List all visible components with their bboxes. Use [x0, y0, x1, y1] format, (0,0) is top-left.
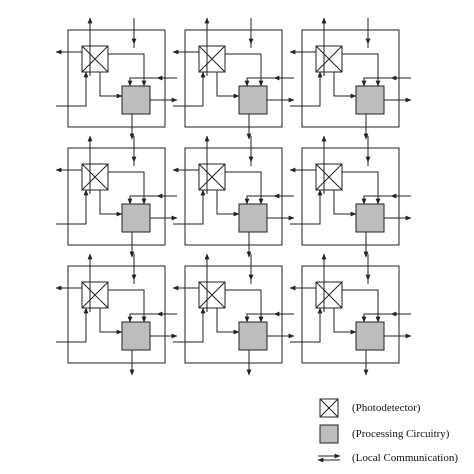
wire-photo-to-proc: [342, 289, 381, 323]
wire-photo-to-proc-side: [216, 190, 240, 217]
legend-label-processing: (Processing Circuitry): [352, 428, 450, 440]
pixel-cell: [289, 135, 412, 258]
wire-photo-to-proc-side: [99, 190, 123, 217]
wire-photo-to-proc: [108, 289, 147, 323]
wire-photo-to-proc-side: [99, 308, 123, 335]
wire-photo-to-proc: [342, 53, 381, 87]
pixel-cell: [172, 17, 295, 140]
bus-left-in-arrow: [290, 71, 323, 107]
wire-photo-to-proc: [225, 53, 264, 87]
wire-photo-to-proc-side: [333, 190, 357, 217]
pixel-cell: [172, 253, 295, 376]
photodetector-symbol-icon: [316, 398, 342, 418]
legend-row-photodetector: (Photodetector): [316, 398, 420, 418]
photodetector-icon: [81, 281, 109, 309]
wire-photo-to-proc: [225, 171, 264, 205]
legend-row-processing: (Processing Circuitry): [316, 424, 449, 444]
processing-circuitry-block: [238, 321, 268, 351]
legend-label-communication: (Local Communication): [352, 452, 458, 464]
bus-left-in-arrow: [290, 189, 323, 225]
bus-left-in-arrow: [56, 71, 89, 107]
wire-photo-to-proc-side: [216, 308, 240, 335]
processing-circuitry-block: [355, 85, 385, 115]
pixel-cell: [289, 253, 412, 376]
photodetector-icon: [198, 45, 226, 73]
wire-photo-to-proc: [108, 171, 147, 205]
processing-circuitry-symbol-icon: [316, 424, 342, 444]
wire-photo-to-proc-side: [333, 72, 357, 99]
processing-circuitry-block: [238, 203, 268, 233]
bus-left-in-arrow: [173, 71, 206, 107]
bus-left-in-arrow: [173, 307, 206, 343]
processing-circuitry-block: [355, 203, 385, 233]
processing-circuitry-block: [121, 85, 151, 115]
photodetector-icon: [81, 163, 109, 191]
pixel-cell: [172, 135, 295, 258]
pixel-cell-grid: [55, 17, 412, 376]
processing-circuitry-block: [238, 85, 268, 115]
photodetector-icon: [198, 281, 226, 309]
legend: (Photodetector) (Processing Circuitry) (…: [316, 398, 472, 470]
pixel-cell: [55, 17, 178, 140]
photodetector-icon: [315, 281, 343, 309]
pixel-cell: [289, 17, 412, 140]
legend-row-communication: (Local Communication): [316, 448, 458, 468]
wire-photo-to-proc: [342, 171, 381, 205]
wire-photo-to-proc: [108, 53, 147, 87]
bus-left-in-arrow: [173, 189, 206, 225]
bus-left-in-arrow: [290, 307, 323, 343]
bus-left-in-arrow: [56, 189, 89, 225]
processing-circuitry-block: [355, 321, 385, 351]
legend-label-photodetector: (Photodetector): [352, 402, 421, 414]
processing-circuitry-block: [121, 321, 151, 351]
bus-left-in-arrow: [56, 307, 89, 343]
photodetector-icon: [315, 163, 343, 191]
processing-circuitry-block: [121, 203, 151, 233]
pixel-cell: [55, 135, 178, 258]
photodetector-icon: [198, 163, 226, 191]
photodetector-icon: [315, 45, 343, 73]
photodetector-icon: [81, 45, 109, 73]
wire-photo-to-proc-side: [216, 72, 240, 99]
wire-photo-to-proc: [225, 289, 264, 323]
bidirectional-arrow-icon: [316, 448, 342, 468]
wire-photo-to-proc-side: [333, 308, 357, 335]
pixel-cell: [55, 253, 178, 376]
wire-photo-to-proc-side: [99, 72, 123, 99]
